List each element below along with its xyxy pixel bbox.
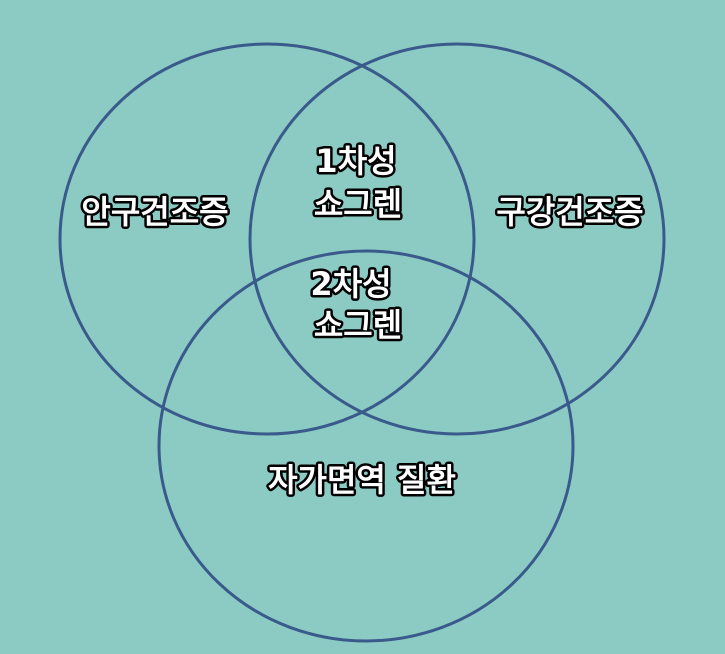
circle-right-set	[248, 42, 666, 436]
circle-bottom-set	[157, 249, 575, 643]
circle-left-set	[58, 42, 476, 436]
label-left-right-intersection-line2: 쇼그렌	[314, 185, 402, 223]
label-left-set: 안구건조증	[81, 193, 228, 231]
label-bottom-set: 자가면역 질환	[268, 461, 456, 499]
label-triple-intersection-line1: 2차성	[310, 265, 391, 303]
label-right-set: 구강건조증	[496, 193, 643, 231]
label-triple-intersection-line2: 쇼그렌	[314, 306, 402, 344]
label-left-right-intersection-line1: 1차성	[315, 142, 396, 180]
